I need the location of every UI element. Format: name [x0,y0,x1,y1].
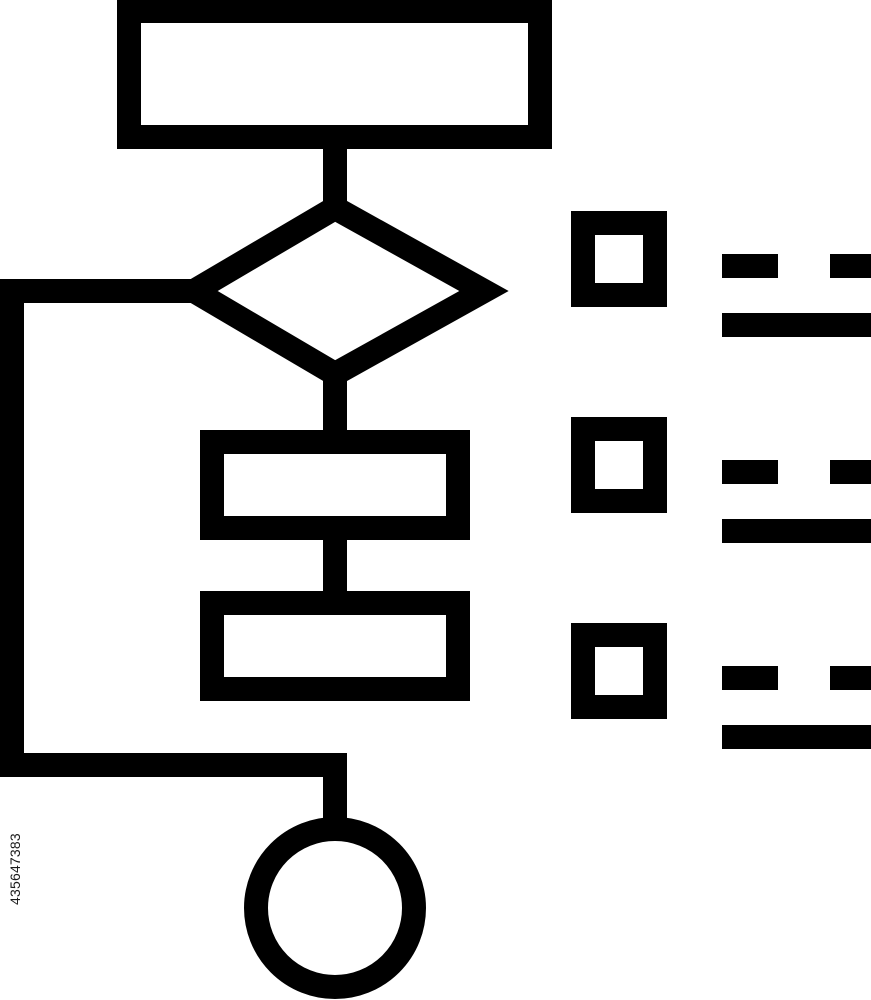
checklist-checkbox-3 [571,623,667,719]
end-terminator-circle [244,817,426,999]
checklist-1-short-dash-a [722,254,778,278]
checklist-1-long-line [722,313,871,337]
step-1-box [200,430,470,540]
stock-id-label: 435647383 [7,833,23,905]
checklist-checkbox-2 [571,417,667,513]
checklist-3-short-dash-b [830,666,871,690]
start-process-box [117,0,552,149]
step-2-box [200,591,470,701]
checklist-1-short-dash-b [830,254,871,278]
checklist-2-short-dash-a [722,460,778,484]
checklist-3-short-dash-a [722,666,778,690]
checklist-3-long-line [722,725,871,749]
checklist-2-short-dash-b [830,460,871,484]
decision-no-branch-line [0,279,347,832]
decision-diamond [170,194,509,388]
checklist-checkbox-1 [571,211,667,307]
checklist-2-long-line [722,519,871,543]
